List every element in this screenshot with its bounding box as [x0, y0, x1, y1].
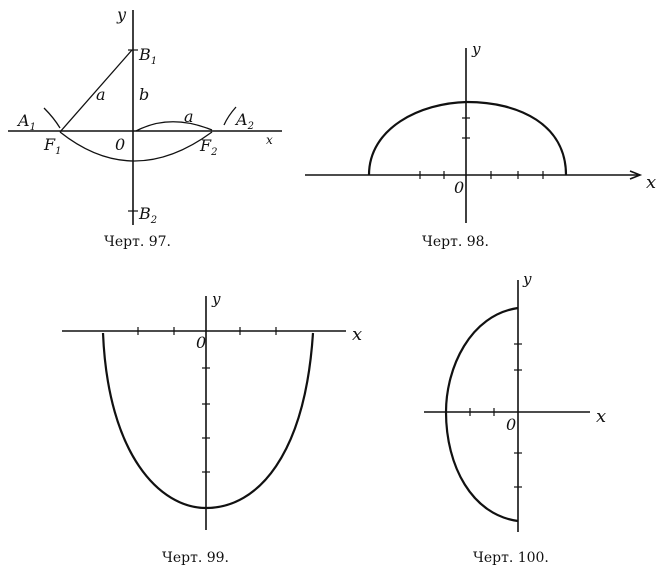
fig97-label-b1: B1: [138, 45, 157, 67]
fig97-label-a1: A1: [16, 111, 36, 133]
fig97-arc-mark-left: [43, 107, 61, 129]
fig97-label-segment-a: a: [96, 85, 106, 104]
fig99-y-ticks: [202, 367, 210, 473]
fig97-caption: Черт. 97.: [104, 234, 171, 250]
fig97-arc-mark-right: [223, 106, 237, 126]
fig100-curve: [444, 306, 519, 523]
fig99-x-label: x: [352, 324, 362, 345]
fig100-caption: Черт. 100.: [473, 550, 549, 566]
fig99-curve: [101, 332, 315, 510]
fig98-origin-label: 0: [454, 178, 464, 197]
fig98-curve: [367, 100, 568, 176]
fig99-x-ticks: [137, 327, 277, 335]
figure-99: y x 0 Черт. 99.: [62, 290, 362, 566]
fig97-label-a2: A2: [234, 110, 254, 132]
fig97-y-label: y: [116, 5, 127, 24]
figure-98: y x 0 Черт. 98.: [305, 40, 656, 250]
fig99-origin-label: 0: [196, 333, 206, 352]
fig97-label-f1: F1: [43, 135, 61, 157]
fig97-origin-label: 0: [115, 135, 125, 154]
fig97-segment-f1-b1: [59, 49, 133, 133]
fig97-label-b2: B2: [138, 204, 157, 226]
fig98-caption: Черт. 98.: [422, 234, 489, 250]
fig97-label-arc-a: a: [184, 107, 194, 126]
fig100-y-ticks: [514, 343, 522, 488]
fig98-x-label: x: [646, 172, 656, 193]
fig100-x-ticks: [469, 408, 495, 416]
fig98-x-ticks: [419, 171, 544, 179]
fig99-y-label: y: [211, 290, 221, 308]
figure-97: y x 0 B1 B2 A1 A2 F1 F2 a b a Черт. 97.: [8, 5, 282, 250]
fig100-y-label: y: [522, 270, 532, 288]
fig98-y-label: y: [471, 40, 481, 58]
fig98-y-ticks: [462, 117, 470, 139]
fig97-label-f2: F2: [199, 136, 217, 158]
fig97-ellipse-arc: [59, 131, 213, 162]
fig98-x-arrow: [629, 170, 643, 180]
figure-100: y x 0 Черт. 100.: [424, 270, 606, 566]
fig97-label-segment-b: b: [139, 85, 149, 104]
fig99-caption: Черт. 99.: [162, 550, 229, 566]
fig97-x-label: x: [266, 133, 273, 147]
fig100-x-label: x: [596, 406, 606, 427]
fig100-origin-label: 0: [506, 415, 516, 434]
fig97-arc-o-f2: [135, 121, 213, 132]
